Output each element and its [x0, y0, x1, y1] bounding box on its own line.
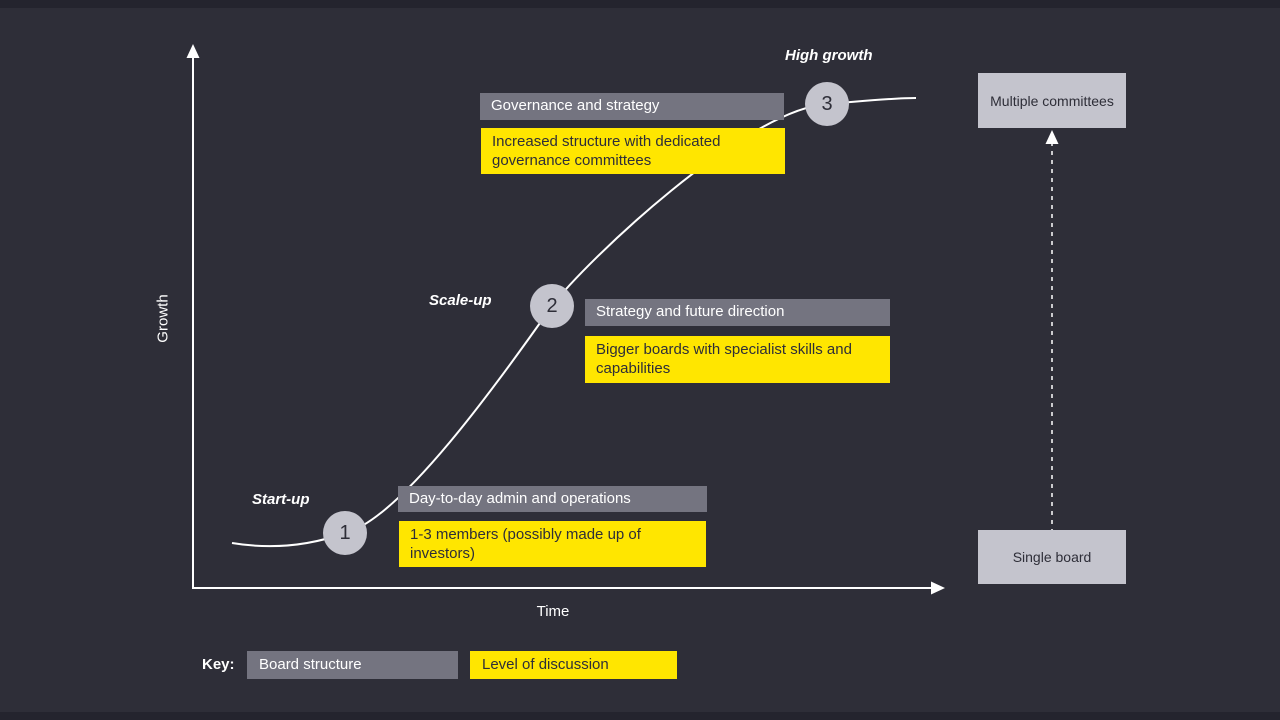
single-board-box: Single board [978, 530, 1126, 584]
stage-marker-2: 2 [530, 284, 574, 328]
y-axis-arrow-up-icon [186, 44, 200, 58]
stage-label-start-up: Start-up [252, 491, 310, 508]
key-label: Key: [202, 656, 235, 673]
stage-number-2: 2 [546, 294, 558, 317]
board-structure-box-3: Governance and strategy [480, 93, 784, 120]
stage-marker-3: 3 [805, 82, 849, 126]
x-axis-arrow-right-icon [931, 581, 945, 595]
stage-label-high-growth: High growth [785, 47, 873, 64]
x-axis-label: Time [536, 603, 570, 620]
stage-marker-1: 1 [323, 511, 367, 555]
top-frame-bar [0, 0, 1280, 8]
level-of-discussion-box-2: Bigger boards with specialist skills and… [585, 336, 890, 383]
multiple-committees-box: Multiple committees [978, 73, 1126, 128]
level-of-discussion-box-3: Increased structure with dedicated gover… [481, 128, 785, 174]
y-axis-label: Growth [154, 294, 172, 343]
bottom-frame-bar [0, 712, 1280, 720]
key-board-structure-swatch: Board structure [247, 651, 458, 679]
stage-number-1: 1 [339, 521, 351, 544]
board-structure-box-1: Day-to-day admin and operations [398, 486, 707, 512]
level-of-discussion-box-1: 1-3 members (possibly made up of investo… [399, 521, 706, 567]
stage-number-3: 3 [821, 92, 833, 115]
stage-label-scale-up: Scale-up [429, 292, 492, 309]
board-structure-box-2: Strategy and future direction [585, 299, 890, 326]
dashed-arrow-up-icon [1045, 130, 1059, 144]
key-level-of-discussion-swatch: Level of discussion [470, 651, 677, 679]
